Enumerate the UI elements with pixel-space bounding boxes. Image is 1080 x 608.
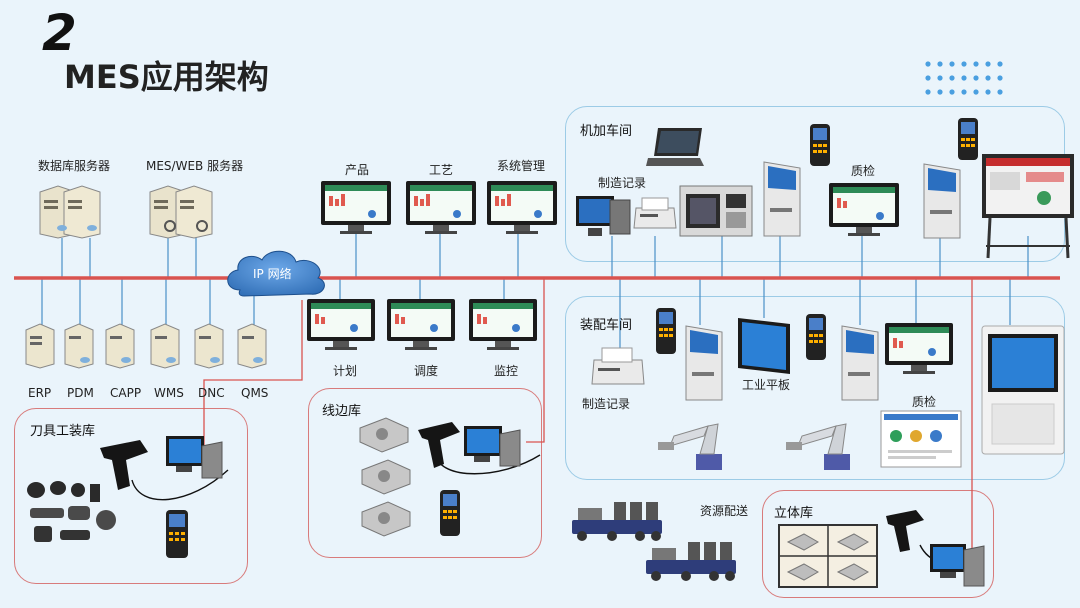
monitor-label-monitoring: 监控 <box>494 364 519 378</box>
agv-cart-icon <box>572 502 662 541</box>
system-label-dnc: DNC <box>198 386 225 400</box>
cnc-machine-icon <box>679 185 753 237</box>
monitor-label-system-admin: 系统管理 <box>497 159 546 173</box>
schedule-monitor-icon <box>387 299 455 350</box>
label-printer-icon <box>633 197 677 229</box>
resource-delivery-label: 资源配送 <box>700 504 749 518</box>
machining-qc-label: 质检 <box>851 164 876 178</box>
machining-record-label: 制造记录 <box>598 176 647 190</box>
capp-server-icon <box>105 323 135 369</box>
qc-monitor-icon <box>885 323 953 374</box>
monitor-label-process: 工艺 <box>429 163 454 177</box>
zone-warehouse-frame <box>762 490 994 598</box>
kiosk-icon <box>841 325 879 401</box>
system-label-qms: QMS <box>241 386 269 400</box>
rugged-terminal-icon <box>166 510 188 558</box>
process-monitor-icon <box>406 181 476 234</box>
zone-warehouse-title: 立体库 <box>774 506 814 521</box>
storage-rack-icon <box>778 524 878 588</box>
barcode-scanner-icon <box>418 422 460 468</box>
zone-lineside-title: 线边库 <box>322 404 362 419</box>
monitor-label-schedule: 调度 <box>414 364 439 378</box>
system-label-pdm: PDM <box>67 386 94 400</box>
rugged-terminal-icon <box>440 490 460 536</box>
qms-server-icon <box>237 323 267 369</box>
zone-assembly-title: 装配车间 <box>580 318 633 333</box>
kiosk-icon <box>763 161 801 237</box>
product-monitor-icon <box>321 181 391 234</box>
monitor-label-plan: 计划 <box>333 364 358 378</box>
monitoring-monitor-icon <box>469 299 537 350</box>
ip-network-label: IP 网络 <box>253 267 292 281</box>
robot-arm-icon <box>658 423 722 470</box>
industrial-tablet-icon <box>738 318 790 374</box>
assembly-record-label: 制造记录 <box>582 397 631 411</box>
qc-dashboard-icon <box>880 410 962 468</box>
erp-server-icon <box>25 323 55 369</box>
assembly-qc-label: 质检 <box>912 395 937 409</box>
barcode-scanner-icon <box>886 510 924 552</box>
rugged-terminal-icon <box>810 124 830 166</box>
db-server-group-label: 数据库服务器 <box>38 159 111 173</box>
label-printer-icon <box>591 347 645 385</box>
barcode-scanner-icon <box>100 440 148 490</box>
pdm-server-icon <box>64 323 94 369</box>
system-label-wms: WMS <box>154 386 184 400</box>
rugged-terminal-icon <box>656 308 676 354</box>
laptop-icon <box>646 128 704 166</box>
mes-server-icon <box>149 185 213 239</box>
monitor-label-product: 产品 <box>345 163 370 177</box>
wms-server-icon <box>150 323 180 369</box>
ip-network-cloud <box>227 250 325 297</box>
workpiece-icon <box>361 501 411 537</box>
rugged-terminal-icon <box>806 314 826 360</box>
kiosk-icon <box>923 163 961 239</box>
slide-number: 2 <box>42 4 77 62</box>
plan-monitor-icon <box>307 299 375 350</box>
workpiece-icon <box>359 417 409 453</box>
page-title: MES应用架构 <box>64 58 269 96</box>
dnc-server-icon <box>194 323 224 369</box>
agv-cart-icon <box>646 542 736 581</box>
large-display-board-icon <box>982 154 1074 259</box>
mes-server-group-label: MES/WEB 服务器 <box>146 159 244 173</box>
workstation-pc-icon <box>464 426 521 467</box>
system-label-erp: ERP <box>28 386 52 400</box>
kiosk-icon <box>685 325 723 401</box>
robot-arm-icon <box>786 423 850 470</box>
machining-pc-icon <box>576 196 631 236</box>
rugged-terminal-icon <box>958 118 978 160</box>
dot-grid-decoration <box>925 61 1003 95</box>
workstation-pc-icon <box>166 436 223 479</box>
zone-tooling-title: 刀具工装库 <box>30 424 96 439</box>
cutting-tools-icon <box>27 481 116 542</box>
workpiece-icon <box>361 459 411 495</box>
zone-lineside-frame <box>308 388 542 558</box>
system-admin-monitor-icon <box>487 181 557 234</box>
system-label-capp: CAPP <box>110 386 142 400</box>
db-server-icon <box>39 185 101 239</box>
wall-display-icon <box>981 325 1065 455</box>
workstation-pc-icon <box>930 544 985 587</box>
zone-machining-title: 机加车间 <box>580 124 633 139</box>
assembly-tablet-label: 工业平板 <box>742 378 791 392</box>
zone-tooling-frame <box>14 408 248 584</box>
qc-monitor-icon <box>829 183 899 236</box>
